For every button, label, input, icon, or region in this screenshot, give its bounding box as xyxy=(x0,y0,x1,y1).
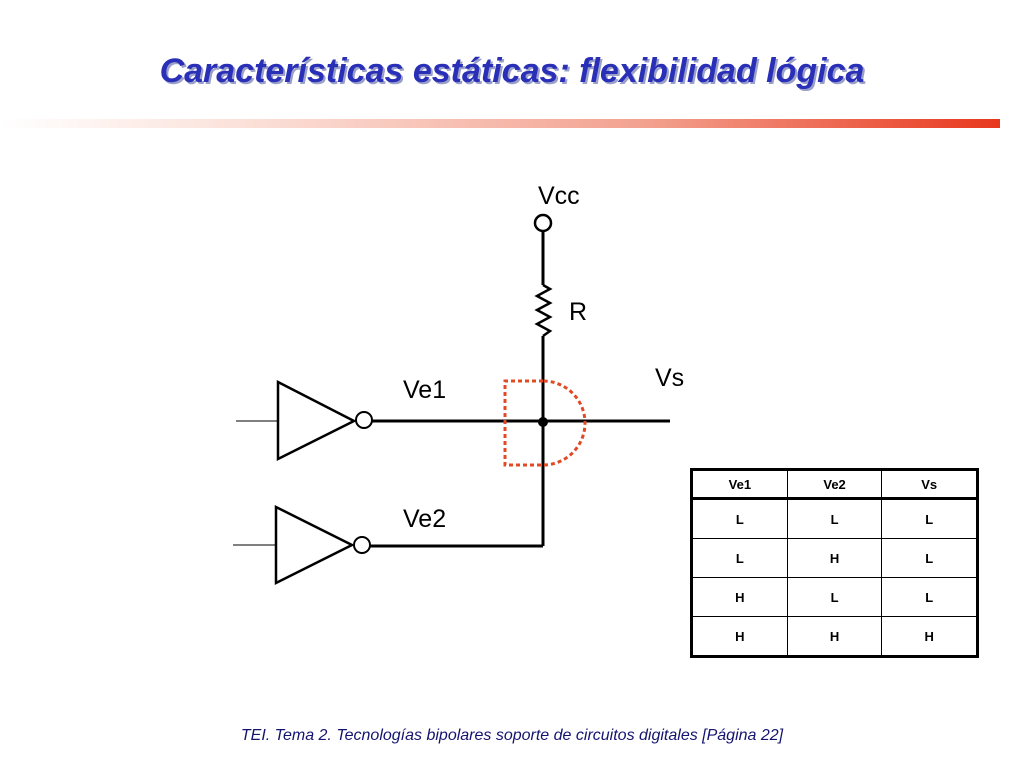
cell-ve1: L xyxy=(691,498,788,539)
cell-ve1: L xyxy=(691,538,788,578)
inverter2-triangle xyxy=(274,504,355,586)
header-vs: Vs xyxy=(881,469,978,499)
resistor-label: R xyxy=(569,298,587,326)
truth-table: Ve1 Ve2 Vs L L L L H L H L L H H H xyxy=(690,468,979,658)
vcc-terminal xyxy=(533,213,553,233)
cell-vs: H xyxy=(881,616,978,657)
truth-table-header-row: Ve1 Ve2 Vs xyxy=(691,469,978,499)
table-row: L H L xyxy=(691,538,978,578)
output-label: Vs xyxy=(655,364,684,392)
junction-dot xyxy=(538,417,548,427)
wired-and-gate-outline xyxy=(503,379,587,467)
cell-ve2: L xyxy=(786,498,883,539)
cell-vs: L xyxy=(881,538,978,578)
cell-vs: L xyxy=(881,498,978,539)
slide-footer: TEI. Tema 2. Tecnologías bipolares sopor… xyxy=(240,727,784,744)
cell-ve2: H xyxy=(786,616,883,657)
header-ve2: Ve2 xyxy=(786,469,883,499)
resistor-symbol xyxy=(534,283,553,338)
cell-vs: L xyxy=(881,577,978,617)
cell-ve2: L xyxy=(786,577,883,617)
header-ve1: Ve1 xyxy=(691,469,788,499)
cell-ve1: H xyxy=(691,577,788,617)
title-divider xyxy=(0,119,1000,128)
table-row: H L L xyxy=(691,577,978,617)
input2-label: Ve2 xyxy=(403,505,446,533)
input1-label: Ve1 xyxy=(403,376,446,404)
inverter2-bubble xyxy=(353,536,371,554)
vcc-label: Vcc xyxy=(538,182,580,210)
cell-ve2: H xyxy=(786,538,883,578)
slide-title: Características estáticas: flexibilidad … xyxy=(159,52,865,90)
inverter1-bubble xyxy=(355,411,373,429)
table-row: H H H xyxy=(691,616,978,657)
inverter1-triangle xyxy=(276,379,357,462)
table-row: L L L xyxy=(691,498,978,539)
cell-ve1: H xyxy=(691,616,788,657)
